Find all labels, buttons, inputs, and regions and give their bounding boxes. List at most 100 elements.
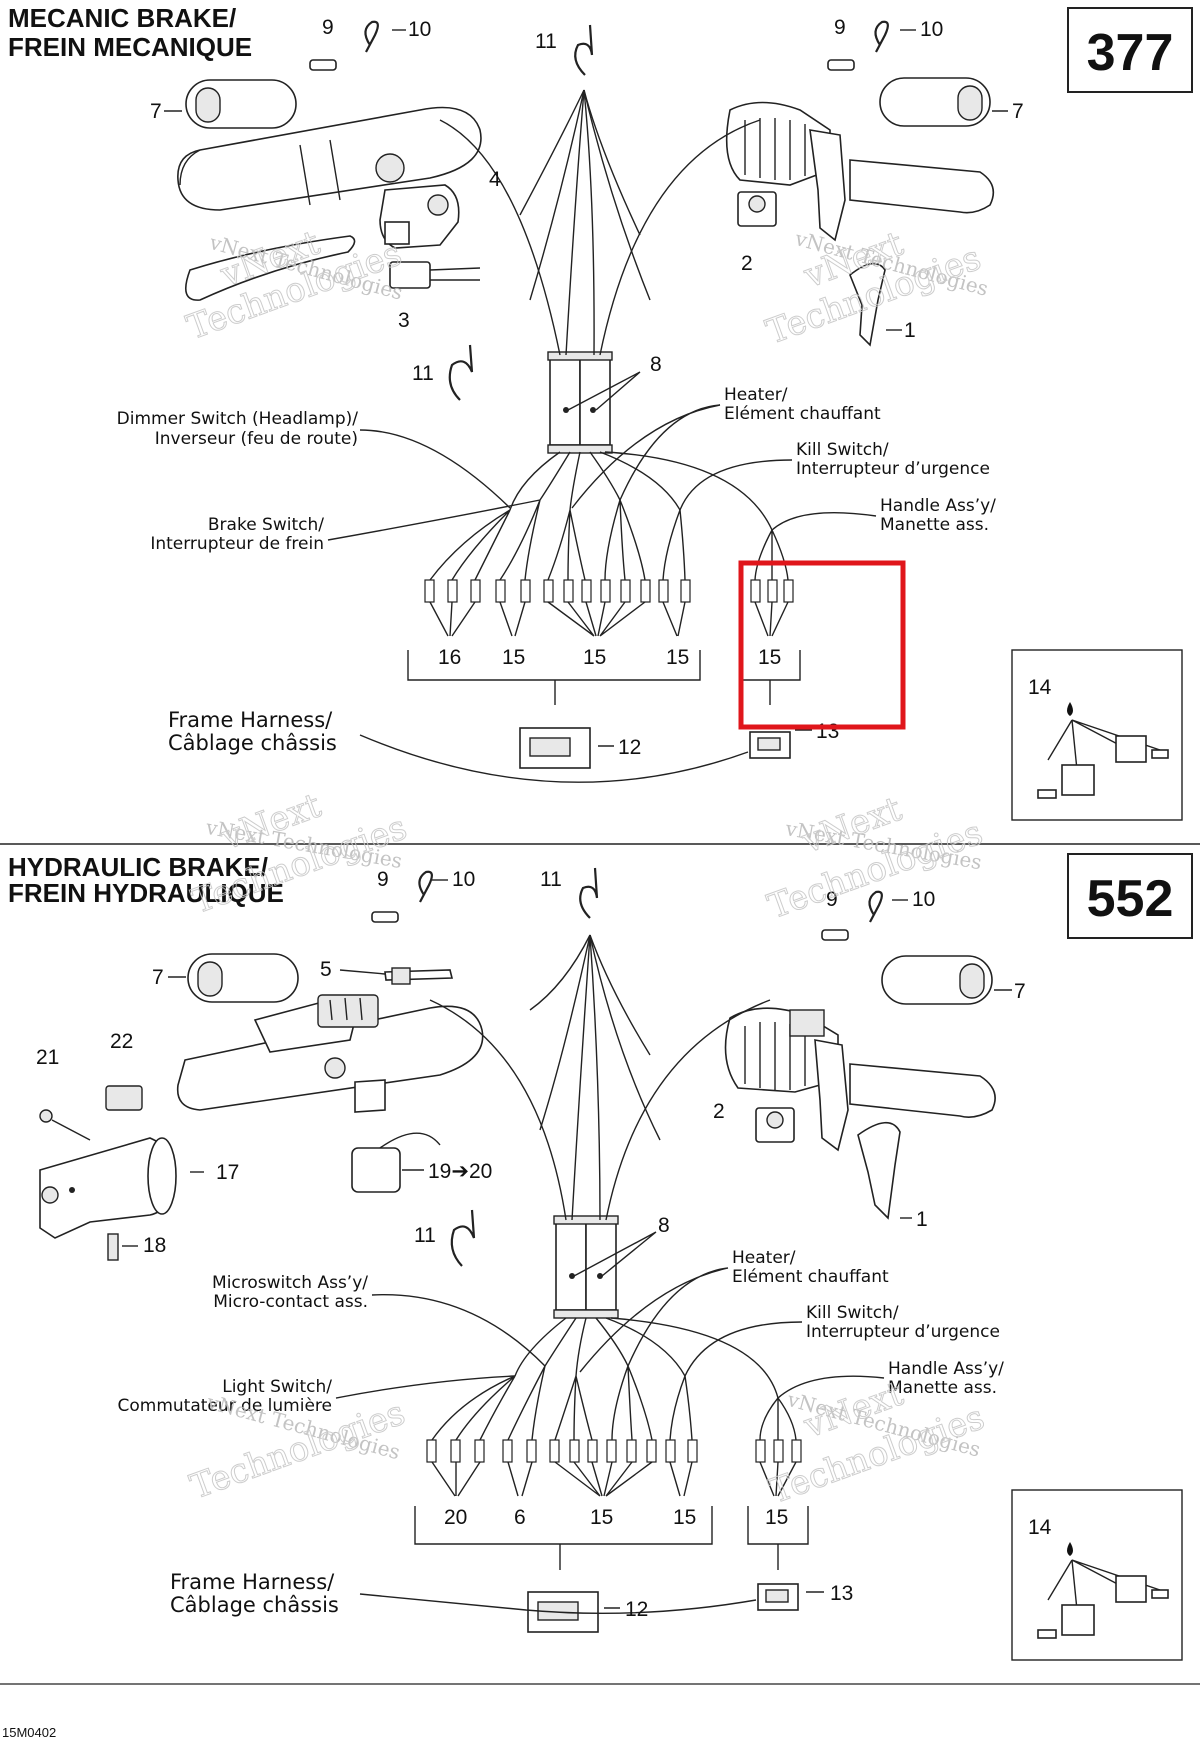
bottom-harness-wires [431,1317,797,1441]
part-18-drawing [107,1233,119,1261]
top-callout-11a: 11 [535,30,557,53]
bottom-label-micro-1: Microswitch Ass’y/ [212,1273,368,1293]
sleeve-drawing [547,351,613,454]
top-label-handle-2: Manette ass. [880,515,989,535]
cable-tie-10a-drawing [309,20,379,71]
inset-14-box [1011,649,1183,821]
top-label-frame-2: Câblage châssis [168,731,337,755]
part-2-drawing [737,191,777,227]
top-callout-13: 13 [816,720,839,743]
cable-tie-10b-drawing [827,20,889,71]
bottom-callout-11b: 11 [414,1224,436,1247]
top-callout-15c: 15 [666,646,689,669]
footer-code: 15M0402 [2,1725,56,1740]
top-callout-12: 12 [618,736,641,759]
top-callout-16: 16 [438,646,461,669]
bottom-callout-17: 17 [216,1161,239,1184]
wire-bundle-top [439,89,761,356]
bottom-part-1-drawing [857,1121,901,1220]
top-label-kill-1: Kill Switch/ [796,440,889,460]
top-callout-4: 4 [489,168,501,191]
top-code-box [1067,7,1193,93]
bottom-label-handle-2: Manette ass. [888,1378,997,1398]
bottom-callout-13: 13 [830,1582,853,1605]
cable-tie-11a-drawing [574,24,594,76]
bottom-cable-tie-11a-drawing [579,867,599,919]
top-callout-15a: 15 [502,646,525,669]
harness-wires-top [429,451,789,581]
top-callout-14: 14 [1028,676,1052,699]
top-callout-7a: 7 [150,100,162,123]
bottom-part-2-drawing [755,1107,795,1143]
top-callout-11b: 11 [412,362,434,385]
bottom-wire-bundle [429,934,771,1221]
bottom-callout-15a: 15 [590,1506,613,1529]
cable-tie-11b-drawing [448,344,474,401]
bottom-callout-22: 22 [110,1030,133,1053]
bottom-callout-11a: 11 [540,868,562,891]
part-1-drawing [849,262,886,347]
top-label-dimmer-2: Inverseur (feu de route) [155,429,358,449]
connector-13-drawing [749,731,791,759]
bottom-callout-7a: 7 [152,966,164,989]
bottom-cable-tie-11b-drawing [450,1209,476,1267]
frame-harness-arrows [359,734,749,783]
bottom-callout-15c: 15 [765,1506,788,1529]
top-callout-8: 8 [650,353,662,376]
part-21-drawing [39,1109,91,1141]
top-callout-9b: 9 [834,16,846,39]
bottom-callout-2: 2 [713,1100,725,1123]
bottom-callout-1: 1 [916,1208,928,1231]
left-grip-drawing [177,79,482,211]
top-code: 377 [1087,24,1174,82]
bottom-callout-21: 21 [36,1046,59,1069]
bottom-callout-18: 18 [143,1234,166,1257]
top-label-frame-1: Frame Harness/ [168,708,333,732]
bottom-callout-19-20: 19➔20 [428,1160,492,1183]
part-19-20-drawing [351,1132,441,1193]
top-callout-7b: 7 [1012,100,1024,123]
bottom-callout-10a: 10 [452,868,475,891]
bottom-callout-10b: 10 [912,888,935,911]
bottom-section: HYDRAULIC BRAKE/ FREIN HYDRAULIQUE 552 [8,852,1193,1661]
dimmer-switch-drawing [389,261,481,289]
top-callout-3: 3 [398,309,410,332]
bottom-cable-tie-10a-drawing [371,870,433,923]
bottom-label-kill-2: Interrupteur d’urgence [806,1322,1000,1342]
callout-arrows-top [407,601,801,705]
terminals-top [424,579,794,603]
bottom-callout-5: 5 [320,958,332,981]
bottom-label-micro-2: Micro-contact ass. [213,1292,368,1312]
brake-lever-drawing [184,235,356,301]
top-callout-1: 1 [904,319,916,342]
bottom-label-handle-1: Handle Ass’y/ [888,1359,1004,1379]
bottom-sleeve-drawing [553,1215,619,1319]
bottom-callout-15b: 15 [673,1506,696,1529]
top-callout-15b: 15 [583,646,606,669]
top-label-kill-2: Interrupteur d’urgence [796,459,990,479]
top-callout-15d: 15 [758,646,781,669]
bottom-left-grip-drawing [176,953,484,1113]
top-section: MECANIC BRAKE/ FREIN MECANIQUE 377 [8,3,1193,821]
bottom-connector-13-drawing [757,1583,799,1611]
bottom-callout-9b: 9 [826,888,838,911]
bottom-title-line2: FREIN HYDRAULIQUE [8,878,284,908]
part-5-drawing [384,967,454,985]
bottom-callout-6: 6 [514,1506,526,1529]
bottom-label-heater-1: Heater/ [732,1248,796,1268]
bottom-callout-14: 14 [1028,1516,1052,1539]
top-label-heater-2: Elément chauffant [724,404,881,424]
top-callout-2: 2 [741,252,753,275]
connector-12-drawing [519,727,591,769]
bottom-frame-harness-arrows [359,1593,757,1615]
top-label-dimmer-1: Dimmer Switch (Headlamp)/ [117,409,359,429]
bottom-label-light-2: Commutateur de lumière [117,1396,332,1416]
bottom-label-light-1: Light Switch/ [222,1377,332,1397]
highlight-box [738,560,906,730]
bottom-callout-9a: 9 [377,868,389,891]
top-label-heater-1: Heater/ [724,385,788,405]
top-callout-10b: 10 [920,18,943,41]
bottom-callout-12: 12 [625,1598,648,1621]
bottom-label-frame-1: Frame Harness/ [170,1570,335,1594]
bottom-callout-20: 20 [444,1506,467,1529]
